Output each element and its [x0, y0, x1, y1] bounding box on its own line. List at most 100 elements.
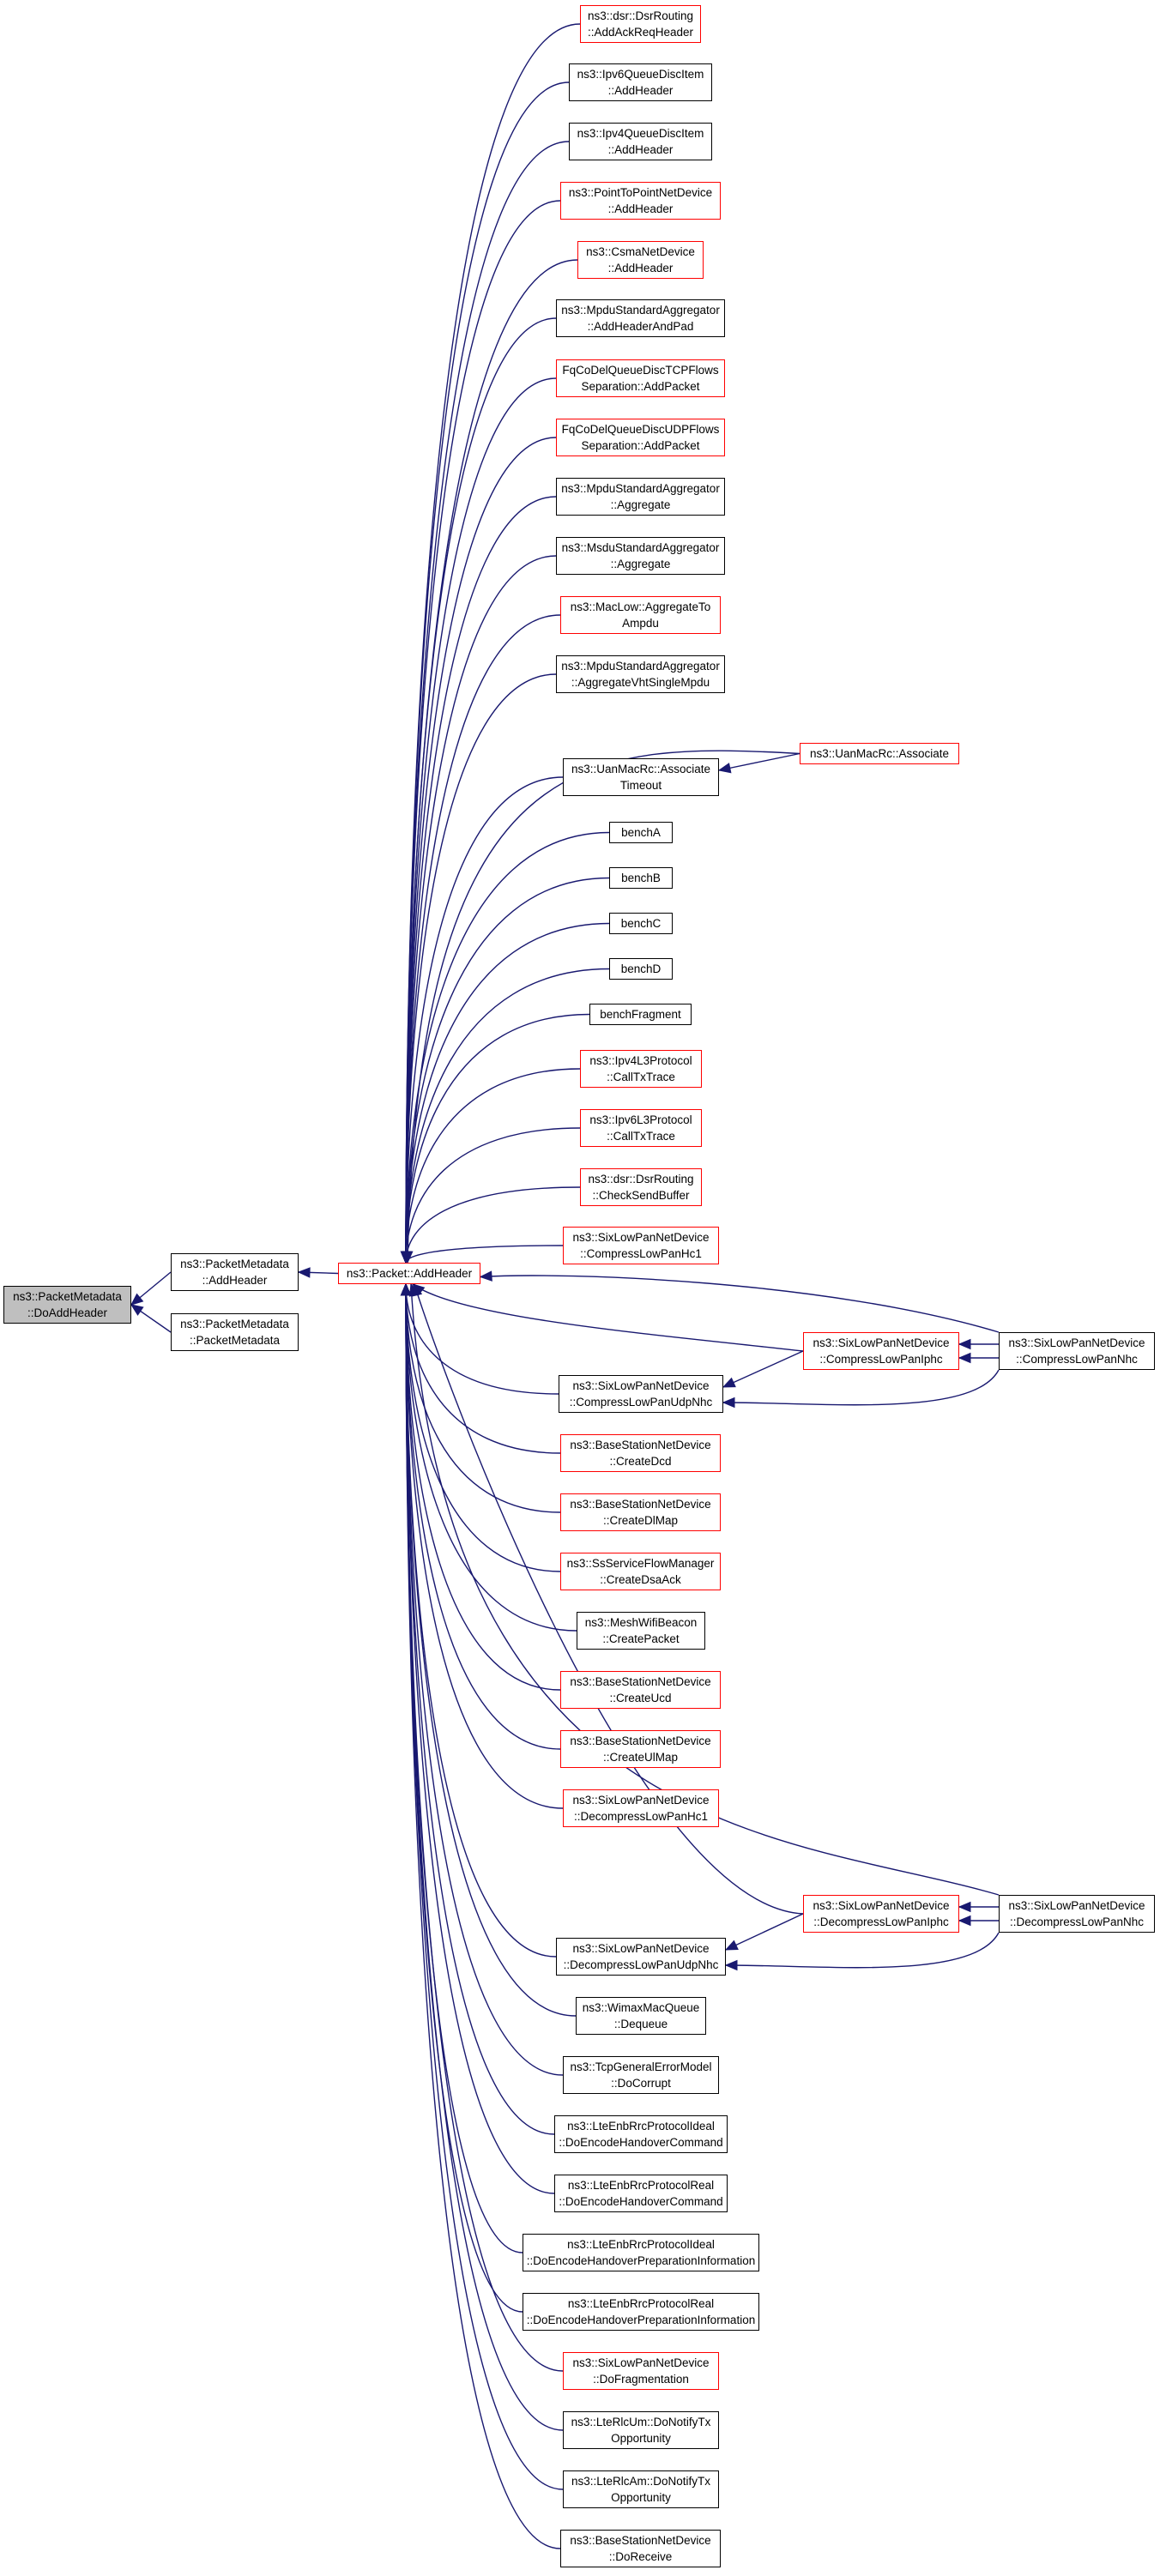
node-benchc[interactable]: benchC: [609, 913, 673, 934]
node-ipv4queuediscitem-addheader[interactable]: ns3::Ipv4QueueDiscItem::AddHeader: [569, 123, 712, 160]
node-tcperrormodel-docorrupt[interactable]: ns3::TcpGeneralErrorModel::DoCorrupt: [563, 2056, 719, 2094]
node-sixlowpan-decompresslowpaniphc[interactable]: ns3::SixLowPanNetDevice::DecompressLowPa…: [803, 1895, 959, 1933]
node-lteenbrrcreal-doencodehandovercommand[interactable]: ns3::LteEnbRrcProtocolReal::DoEncodeHand…: [554, 2175, 728, 2212]
edge-decompressiphc-to-decompressudpnhc: [725, 1913, 804, 1951]
node-label-line: ns3::MeshWifiBeacon: [584, 1616, 698, 1629]
node-sixlowpan-compresslowpanudpnhc[interactable]: ns3::SixLowPanNetDevice::CompressLowPanU…: [559, 1375, 723, 1413]
node-p2pnetdevice-addheader[interactable]: ns3::PointToPointNetDevice::AddHeader: [560, 182, 721, 220]
node-label-line: ::AggregateVhtSingleMpdu: [571, 676, 710, 689]
node-mpduaggregator-aggregatevht[interactable]: ns3::MpduStandardAggregator::AggregateVh…: [556, 655, 725, 693]
node-lteenbrrcideal-doencodehandovercommand[interactable]: ns3::LteEnbRrcProtocolIdeal::DoEncodeHan…: [554, 2115, 728, 2153]
node-ipv4l3-calltxtrace[interactable]: ns3::Ipv4L3Protocol::CallTxTrace: [580, 1050, 702, 1088]
node-label-line: ns3::dsr::DsrRouting: [587, 9, 694, 22]
node-label-line: ::DoAddHeader: [27, 1306, 108, 1319]
node-lteenbrrcreal-doencodehandoverprep[interactable]: ns3::LteEnbRrcProtocolReal::DoEncodeHand…: [523, 2293, 759, 2331]
node-label-line: ::DoReceive: [608, 2550, 673, 2563]
node-pm-ctor[interactable]: ns3::PacketMetadata::PacketMetadata: [171, 1313, 299, 1351]
node-label-line: ns3::dsr::DsrRouting: [588, 1173, 694, 1185]
node-ipv6l3-calltxtrace[interactable]: ns3::Ipv6L3Protocol::CallTxTrace: [580, 1109, 702, 1147]
node-label-line: ::DoCorrupt: [611, 2077, 671, 2090]
node-mpduaggregator-aggregate[interactable]: ns3::MpduStandardAggregator::Aggregate: [556, 478, 725, 516]
node-ipv6queuediscitem-addheader[interactable]: ns3::Ipv6QueueDiscItem::AddHeader: [569, 63, 712, 101]
node-ssflowmanager-createdsaack[interactable]: ns3::SsServiceFlowManager::CreateDsaAck: [560, 1553, 721, 1590]
node-dsr-addackreqheader[interactable]: ns3::dsr::DsrRouting::AddAckReqHeader: [580, 5, 701, 43]
edge-decompressnhc-to-decompressudpnhc-arrowhead: [724, 1959, 738, 1971]
node-label-line: ns3::LteEnbRrcProtocolIdeal: [567, 2238, 715, 2251]
node-benchd[interactable]: benchD: [609, 958, 673, 980]
node-sixlowpan-decompresslowpannhc[interactable]: ns3::SixLowPanNetDevice::DecompressLowPa…: [999, 1895, 1155, 1933]
node-dsr-checksendbuffer[interactable]: ns3::dsr::DsrRouting::CheckSendBuffer: [580, 1168, 702, 1206]
edge-compressiphc-to-compressudpnhc: [722, 1350, 804, 1388]
node-sixlowpan-decompresslowpanudpnhc[interactable]: ns3::SixLowPanNetDevice::DecompressLowPa…: [556, 1938, 726, 1976]
node-pm-addheader[interactable]: ns3::PacketMetadata::AddHeader: [171, 1253, 299, 1291]
node-label-line: ns3::BaseStationNetDevice: [570, 2534, 711, 2547]
node-label-line: ns3::Ipv4QueueDiscItem: [577, 127, 704, 140]
node-label-line: ns3::MacLow::AggregateTo: [570, 600, 711, 613]
node-bs-createucd[interactable]: ns3::BaseStationNetDevice::CreateUcd: [560, 1671, 721, 1709]
node-sixlowpan-compresslowpanhc1[interactable]: ns3::SixLowPanNetDevice::CompressLowPanH…: [563, 1227, 719, 1264]
node-bencha[interactable]: benchA: [609, 822, 673, 843]
node-label-line: Opportunity: [611, 2432, 671, 2445]
node-bs-createulmap[interactable]: ns3::BaseStationNetDevice::CreateUlMap: [560, 1730, 721, 1768]
node-label-line: ::CreatePacket: [602, 1632, 680, 1645]
node-bs-createdlmap[interactable]: ns3::BaseStationNetDevice::CreateDlMap: [560, 1493, 721, 1531]
edge-compressiphc-to-packet: [412, 1283, 804, 1352]
node-label-line: ns3::LteEnbRrcProtocolReal: [567, 2297, 715, 2310]
node-sixlowpan-dofragmentation[interactable]: ns3::SixLowPanNetDevice::DoFragmentation: [563, 2352, 719, 2390]
node-benchfragment[interactable]: benchFragment: [589, 1004, 692, 1025]
node-msduaggregator-aggregate[interactable]: ns3::MsduStandardAggregator::Aggregate: [556, 537, 725, 575]
edge-pm-ctor-to-root-arrowhead: [130, 1304, 144, 1316]
node-label-line: ::DecompressLowPanIphc: [813, 1915, 949, 1928]
node-packet-addheader[interactable]: ns3::Packet::AddHeader: [338, 1263, 480, 1284]
node-lteenbrrcideal-doencodehandoverprep[interactable]: ns3::LteEnbRrcProtocolIdeal::DoEncodeHan…: [523, 2234, 759, 2271]
node-meshwifibeacon-createpacket[interactable]: ns3::MeshWifiBeacon::CreatePacket: [577, 1612, 705, 1650]
edge-c12-to-packet: [405, 673, 557, 1264]
node-label-line: ns3::LteEnbRrcProtocolIdeal: [567, 2120, 715, 2133]
node-label-line: ::DecompressLowPanUdpNhc: [563, 1958, 719, 1971]
edge-c30-to-packet: [405, 1283, 564, 1809]
node-label-line: ns3::Packet::AddHeader: [346, 1267, 473, 1280]
edge-compressnhc-to-compressudpnhc-arrowhead: [722, 1397, 735, 1409]
node-label-line: ns3::SixLowPanNetDevice: [813, 1899, 950, 1912]
node-label-line: benchA: [621, 826, 661, 839]
node-sixlowpan-compresslowpannhc[interactable]: ns3::SixLowPanNetDevice::CompressLowPanN…: [999, 1332, 1155, 1370]
edge-decompressiphc-to-packet-arrowhead: [411, 1282, 423, 1297]
edge-c25-to-packet: [405, 1283, 561, 1513]
edge-c13-to-packet: [405, 776, 564, 1264]
node-label-line: ns3::PointToPointNetDevice: [568, 186, 713, 199]
node-bs-doreceive[interactable]: ns3::BaseStationNetDevice::DoReceive: [560, 2530, 721, 2567]
edge-associate-to-packet-arrowhead: [402, 1251, 414, 1264]
node-label-line: ::AddHeader: [607, 202, 674, 215]
node-label-line: benchC: [620, 917, 662, 930]
edge-pm-addheader-to-root-arrowhead: [130, 1293, 144, 1306]
node-wimaxmacqueue-dequeue[interactable]: ns3::WimaxMacQueue::Dequeue: [576, 1997, 706, 2035]
edge-decompressnhc-to-decompressiphc-arrowhead: [958, 1901, 971, 1913]
node-csmanetdevice-addheader[interactable]: ns3::CsmaNetDevice::AddHeader: [577, 241, 704, 279]
edge-c18-to-packet: [405, 1013, 590, 1264]
node-sixlowpan-decompresslowpanhc1[interactable]: ns3::SixLowPanNetDevice::DecompressLowPa…: [563, 1789, 719, 1827]
node-label-line: ::DoEncodeHandoverCommand: [559, 2195, 723, 2208]
node-mpduaggregator-addheaderandpad[interactable]: ns3::MpduStandardAggregator::AddHeaderAn…: [556, 299, 725, 337]
node-label-line: ns3::UanMacRc::Associate: [809, 747, 950, 760]
node-benchb[interactable]: benchB: [609, 867, 673, 889]
node-label-line: Timeout: [619, 779, 662, 792]
node-label-line: ::CheckSendBuffer: [592, 1189, 690, 1202]
edge-c7-to-packet: [405, 377, 557, 1264]
node-label-line: ::Dequeue: [613, 2018, 668, 2030]
edge-c27-to-packet: [405, 1283, 577, 1632]
node-sixlowpan-compresslowpaniphc[interactable]: ns3::SixLowPanNetDevice::CompressLowPanI…: [803, 1332, 959, 1370]
edge-c5-to-packet: [405, 259, 578, 1264]
edge-c3-to-packet: [405, 141, 570, 1264]
node-uanmacrc-associate[interactable]: ns3::UanMacRc::Associate: [800, 743, 959, 764]
node-label-line: ns3::BaseStationNetDevice: [570, 1675, 711, 1688]
edge-associate-to-associatetimeout: [718, 752, 801, 771]
node-label-line: ns3::SixLowPanNetDevice: [572, 1794, 710, 1807]
node-bs-createdcd[interactable]: ns3::BaseStationNetDevice::CreateDcd: [560, 1434, 721, 1472]
edge-c21-to-packet: [405, 1186, 581, 1264]
